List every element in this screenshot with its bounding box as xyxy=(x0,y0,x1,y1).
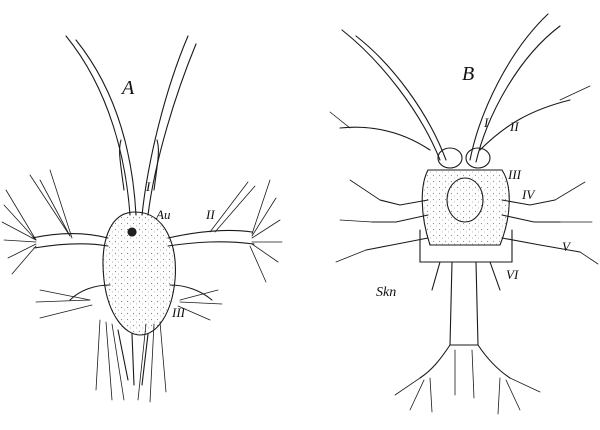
panel-a-letter: A xyxy=(122,77,135,99)
metanauplius-drawing xyxy=(329,13,599,415)
label-b-carapace: Skn xyxy=(376,285,397,300)
label-a-eye: Au xyxy=(156,207,171,222)
panel-b-letter: B xyxy=(462,63,475,85)
nauplius-drawing xyxy=(1,35,283,403)
label-a-mandible: III xyxy=(172,305,185,320)
label-a-antenna: II xyxy=(206,207,215,222)
label-b-antennule: I xyxy=(484,115,489,130)
label-a-antennule: I xyxy=(146,179,151,194)
eye-spot xyxy=(127,227,137,237)
label-b-limb-vi: VI xyxy=(506,267,519,282)
label-b-limb-v: V xyxy=(562,239,570,254)
label-b-antenna: II xyxy=(510,119,519,134)
label-b-limb-iv: IV xyxy=(522,187,535,202)
label-b-limb-iii: III xyxy=(508,167,521,182)
